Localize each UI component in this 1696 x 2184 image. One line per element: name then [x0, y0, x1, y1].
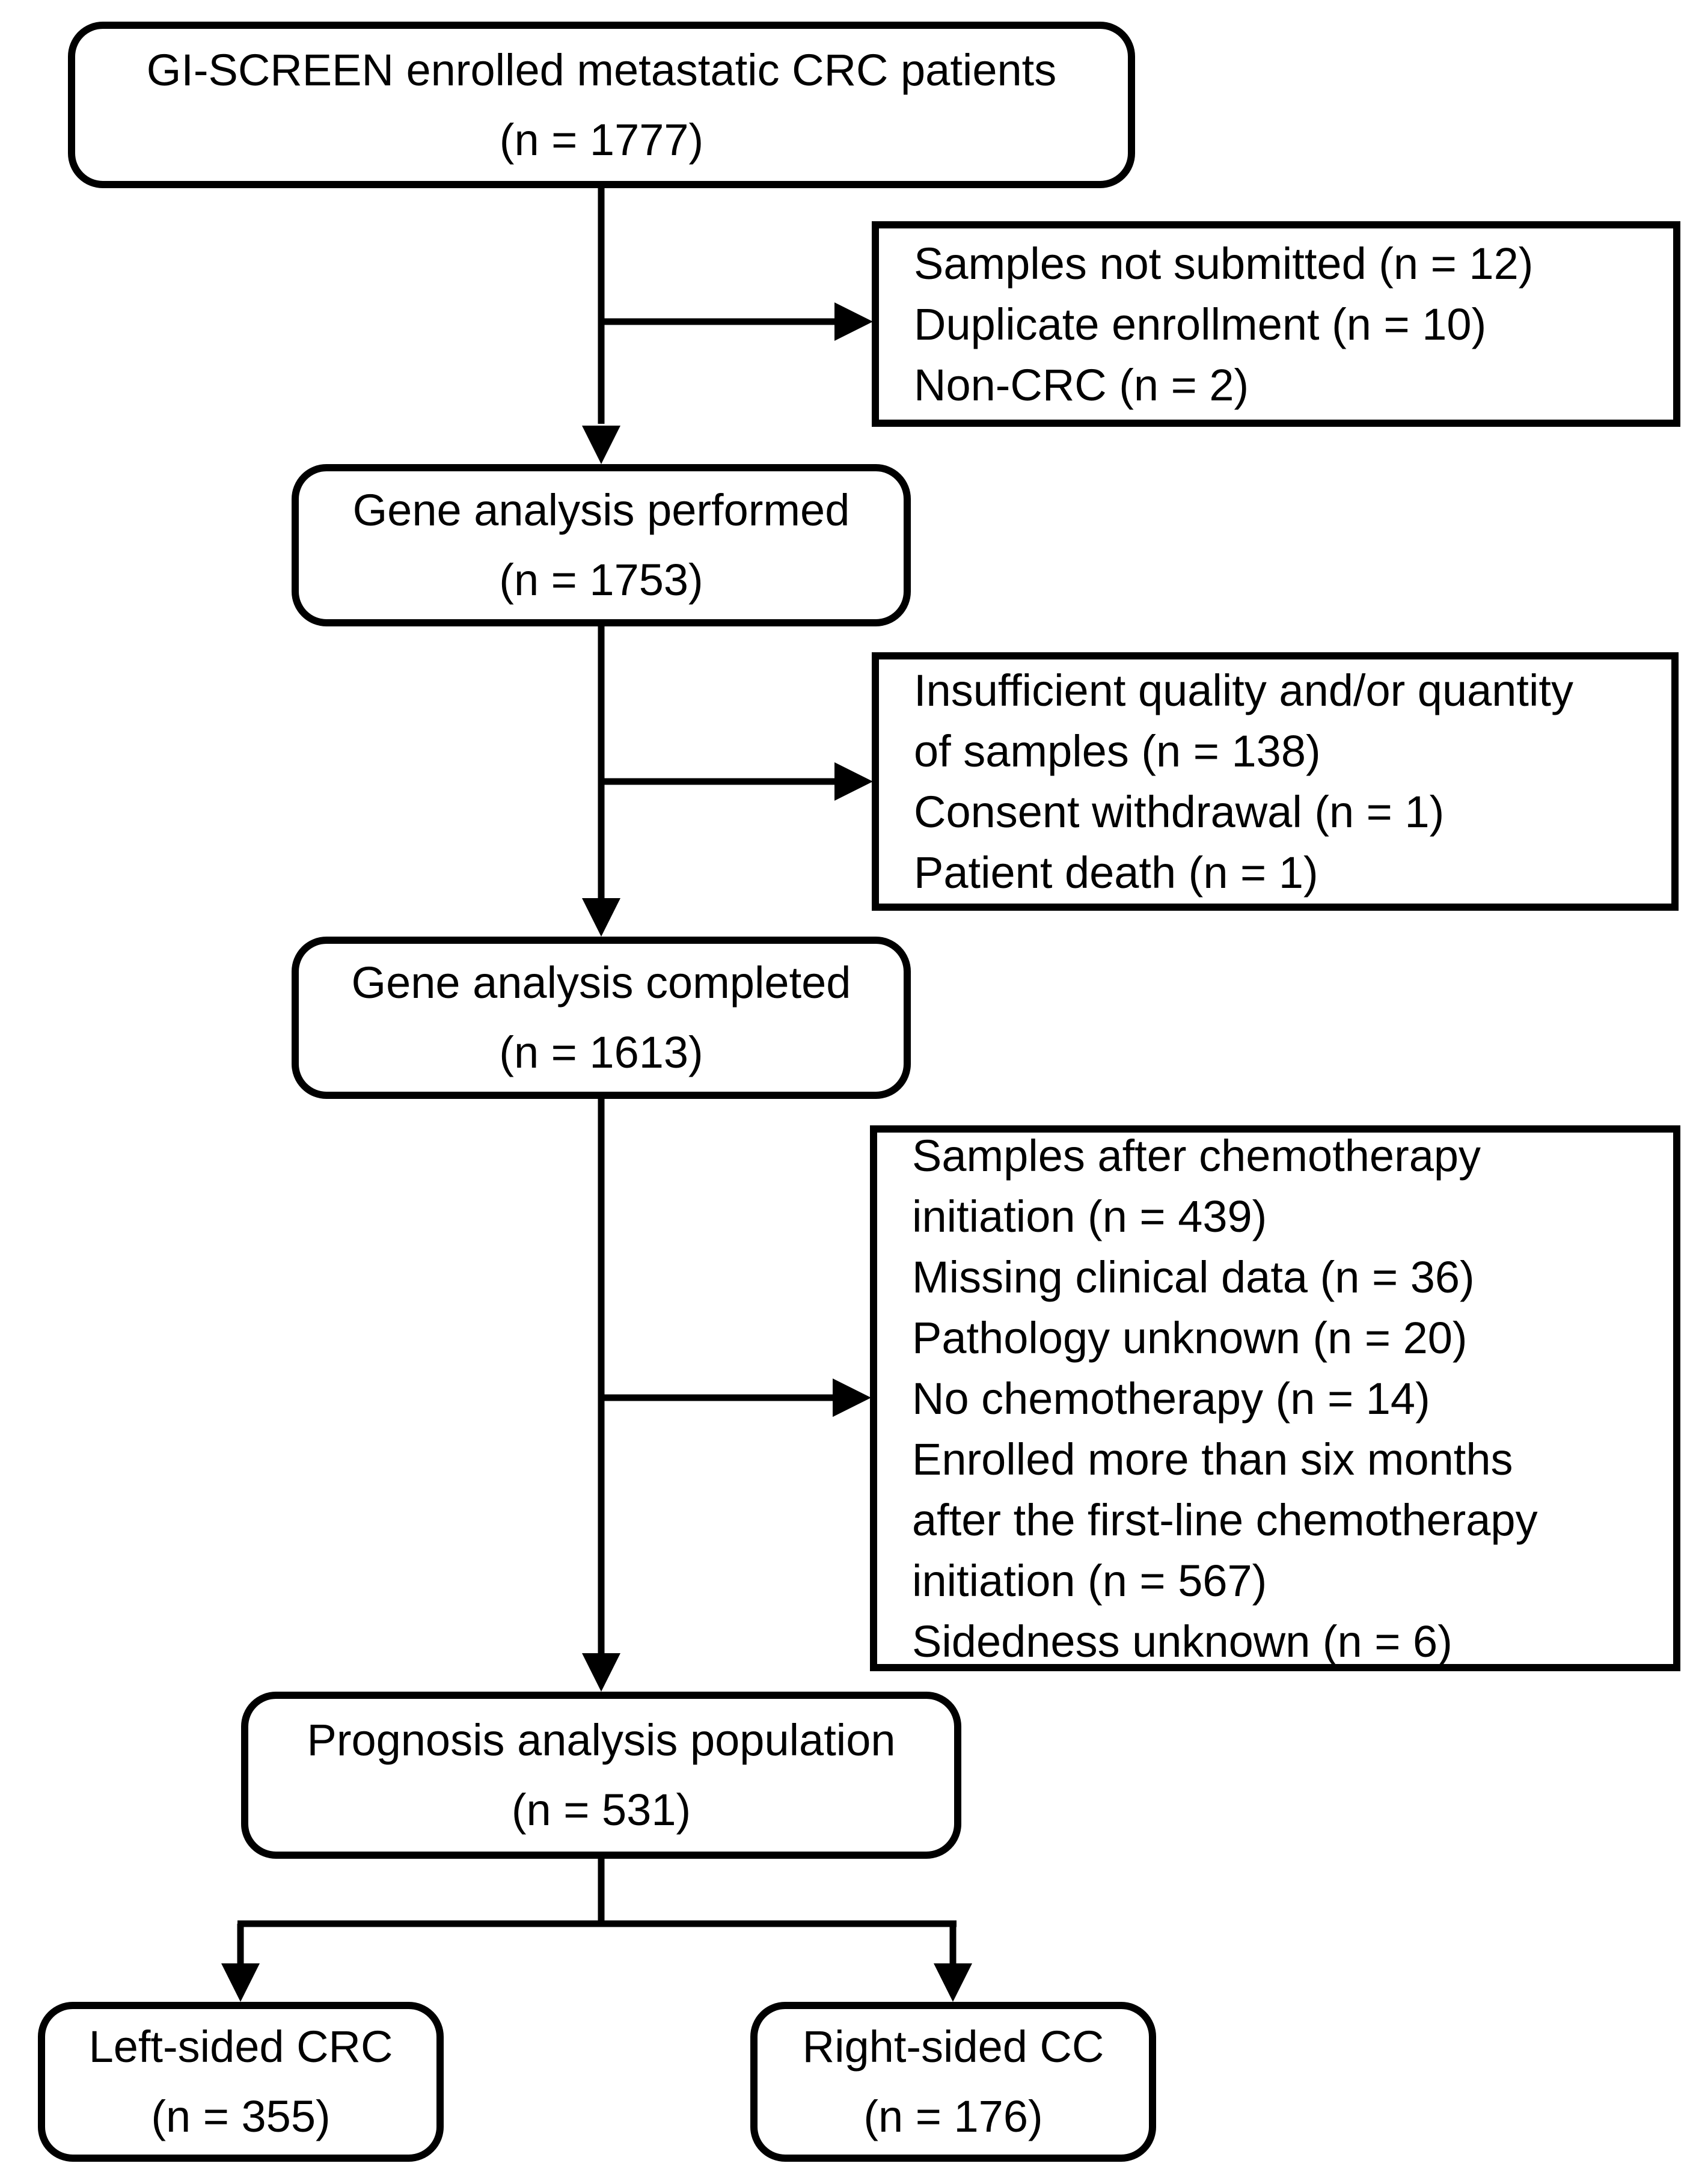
node-gene-analysis-completed: Gene analysis completed (n = 1613): [292, 937, 911, 1099]
arrowhead-into-exclusion-1: [834, 302, 873, 341]
exclusion-line: No chemotherapy (n = 14): [912, 1373, 1430, 1424]
node-completed-title: Gene analysis completed: [351, 958, 851, 1008]
node-prognosis-population: Prognosis analysis population (n = 531): [241, 1692, 961, 1859]
node-left-sided-crc: Left-sided CRC (n = 355): [38, 2002, 444, 2162]
exclusion-line: Insufficient quality and/or quantity: [914, 665, 1573, 715]
arrowhead-into-right-sided: [934, 1963, 972, 2002]
exclusion-line: Samples not submitted (n = 12): [914, 238, 1534, 289]
arrowhead-into-left-sided: [221, 1963, 260, 2002]
exclusion-line: Sidedness unknown (n = 6): [912, 1616, 1453, 1666]
exclusion-line: Enrolled more than six months: [912, 1434, 1513, 1484]
node-left-sided-count: (n = 355): [151, 2091, 331, 2141]
node-enrolled-title: GI-SCREEN enrolled metastatic CRC patien…: [146, 44, 1057, 95]
node-enrolled-count: (n = 1777): [499, 114, 704, 165]
exclusion-line: initiation (n = 439): [912, 1191, 1267, 1241]
arrowhead-into-exclusion-3: [833, 1378, 871, 1417]
exclusion-box-1: Samples not submitted (n = 12) Duplicate…: [872, 221, 1680, 427]
node-enrolled: GI-SCREEN enrolled metastatic CRC patien…: [68, 22, 1135, 188]
exclusion-line: Patient death (n = 1): [914, 848, 1318, 898]
exclusion-line: Duplicate enrollment (n = 10): [914, 299, 1487, 349]
exclusion-line: Samples after chemotherapy: [912, 1130, 1481, 1181]
exclusion-line: Non-CRC (n = 2): [914, 359, 1249, 410]
arrowhead-into-prognosis: [582, 1653, 620, 1692]
node-right-sided-count: (n = 176): [863, 2091, 1043, 2141]
node-prognosis-title: Prognosis analysis population: [307, 1715, 896, 1765]
node-prognosis-count: (n = 531): [511, 1785, 691, 1835]
exclusion-line: of samples (n = 138): [914, 726, 1321, 776]
exclusion-box-2: Insufficient quality and/or quantity of …: [872, 652, 1679, 911]
exclusion-line: after the first-line chemotherapy: [912, 1494, 1538, 1545]
node-gene-analysis-performed: Gene analysis performed (n = 1753): [292, 464, 911, 626]
node-performed-title: Gene analysis performed: [352, 485, 850, 535]
exclusion-box-3: Samples after chemotherapy initiation (n…: [870, 1125, 1680, 1671]
exclusion-line: initiation (n = 567): [912, 1555, 1267, 1606]
arrowhead-into-performed: [582, 426, 620, 464]
node-performed-count: (n = 1753): [499, 555, 703, 605]
node-right-sided-title: Right-sided CC: [802, 2022, 1104, 2072]
exclusion-line: Consent withdrawal (n = 1): [914, 787, 1445, 837]
arrowhead-into-completed: [582, 898, 620, 937]
node-right-sided-cc: Right-sided CC (n = 176): [750, 2002, 1156, 2162]
node-completed-count: (n = 1613): [499, 1027, 703, 1077]
exclusion-line: Pathology unknown (n = 20): [912, 1312, 1468, 1363]
node-left-sided-title: Left-sided CRC: [88, 2022, 393, 2072]
arrowhead-into-exclusion-2: [834, 762, 873, 801]
exclusion-line: Missing clinical data (n = 36): [912, 1252, 1475, 1302]
